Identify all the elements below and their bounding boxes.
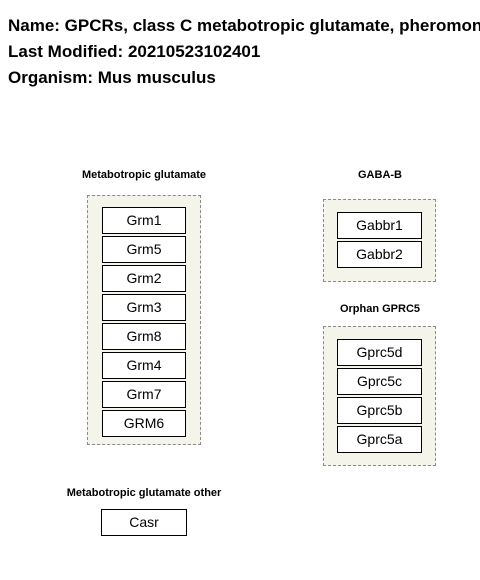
pathway-name: Name: GPCRs, class C metabotropic glutam…	[8, 16, 480, 35]
gene-box-gprc5c[interactable]: Gprc5c	[337, 368, 422, 395]
group-title-gaba-b: GABA-B	[358, 169, 402, 181]
gene-box-grm8[interactable]: Grm8	[102, 323, 186, 350]
gene-box-grm7[interactable]: Grm7	[102, 381, 186, 408]
gene-box-gprc5b[interactable]: Gprc5b	[337, 397, 422, 424]
organism: Organism: Mus musculus	[8, 68, 216, 87]
gene-box-grm5[interactable]: Grm5	[102, 236, 186, 263]
last-modified: Last Modified: 20210523102401	[8, 42, 261, 61]
gene-box-gabbr1[interactable]: Gabbr1	[337, 212, 422, 239]
group-title-metabotropic-glutamate: Metabotropic glutamate	[81, 169, 207, 181]
gene-box-gabbr2[interactable]: Gabbr2	[337, 241, 422, 268]
gene-box-gprc5a[interactable]: Gprc5a	[337, 426, 422, 453]
gene-box-grm4[interactable]: Grm4	[102, 352, 186, 379]
group-title-orphan-gprc5: Orphan GPRC5	[339, 303, 421, 315]
gene-box-grm2[interactable]: Grm2	[102, 265, 186, 292]
gene-box-grm1[interactable]: Grm1	[102, 207, 186, 234]
group-title-metabotropic-glutamate-other: Metabotropic glutamate other	[66, 487, 222, 499]
gene-box-grm6[interactable]: GRM6	[102, 410, 186, 437]
gene-box-casr[interactable]: Casr	[101, 509, 187, 536]
gene-box-gprc5d[interactable]: Gprc5d	[337, 339, 422, 366]
gene-box-grm3[interactable]: Grm3	[102, 294, 186, 321]
